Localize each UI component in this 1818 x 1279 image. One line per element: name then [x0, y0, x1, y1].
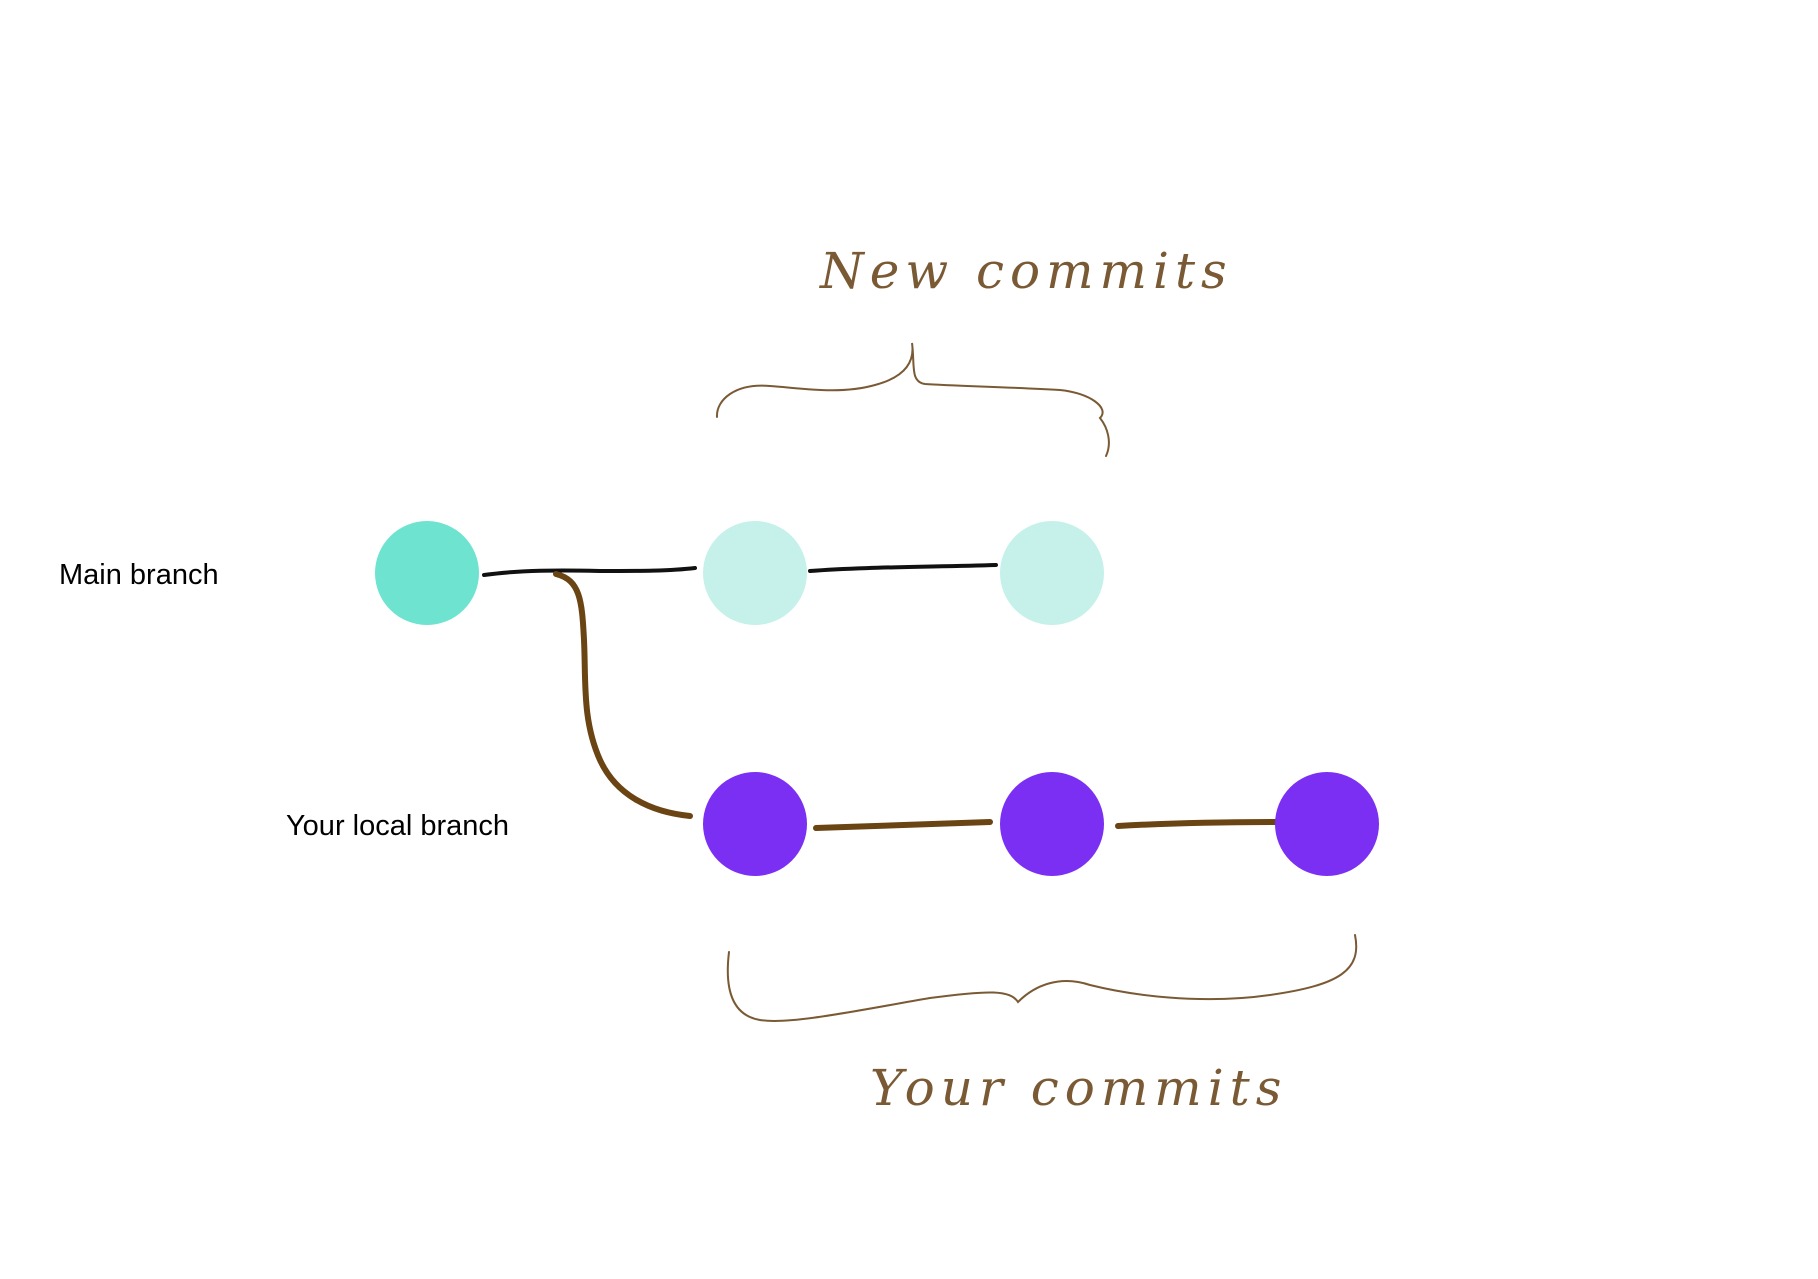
local-line-segment-2 [1115, 819, 1281, 829]
new-commits-label: New commits [819, 242, 1233, 300]
main-branch-label: Main branch [59, 559, 219, 591]
main-line-segment-2 [808, 563, 998, 573]
local-commit-1 [703, 772, 807, 876]
main-line-segment-1 [482, 566, 697, 577]
local-commit-2 [1000, 772, 1104, 876]
main-commit-base [375, 521, 479, 625]
new-commits-brace [715, 342, 1110, 457]
your-commits-label: Your commits [870, 1059, 1287, 1117]
local-commit-3 [1275, 772, 1379, 876]
local-line-segment-1 [813, 819, 993, 831]
main-commit-new-1 [703, 521, 807, 625]
your-commits-brace [726, 934, 1358, 1022]
branch-off-line [553, 571, 693, 819]
local-branch-label: Your local branch [286, 810, 509, 842]
main-commit-new-2 [1000, 521, 1104, 625]
